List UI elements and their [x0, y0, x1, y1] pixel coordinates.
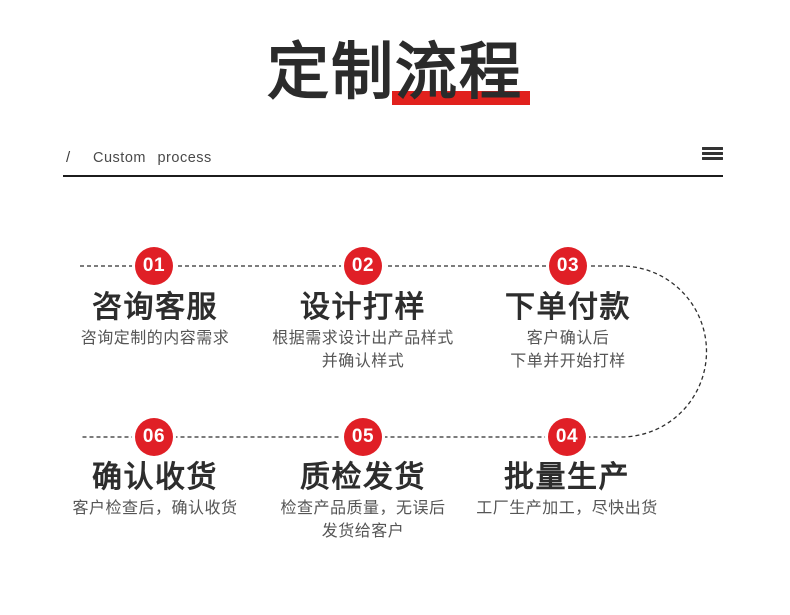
- step-number: 04: [555, 426, 579, 447]
- subtitle-slash: /: [66, 149, 71, 166]
- step-title: 下单付款: [505, 291, 631, 324]
- step-title: 咨询客服: [92, 291, 218, 324]
- flow-step-01: 咨询客服 咨询定制的内容需求: [35, 291, 275, 347]
- step-desc-line: 客户确认后: [526, 330, 610, 347]
- step-circle-03: 03: [549, 247, 587, 285]
- flow-step-04: 批量生产 工厂生产加工，尽快出货: [447, 461, 687, 517]
- step-number: 05: [351, 426, 375, 447]
- flow-step-03: 下单付款 客户确认后 下单并开始打样: [448, 291, 688, 370]
- flow-step-05: 质检发货 检查产品质量，无误后 发货给客户: [243, 461, 483, 540]
- page-title-part1: 定制: [266, 38, 395, 107]
- step-desc-line: 下单并开始打样: [510, 353, 626, 370]
- step-circle-01: 01: [135, 247, 173, 285]
- step-desc-line: 根据需求设计出产品样式: [272, 330, 454, 347]
- subtitle-english: Custom process: [93, 150, 212, 166]
- step-desc-line: 工厂生产加工，尽快出货: [476, 500, 658, 517]
- step-title: 批量生产: [504, 461, 630, 494]
- step-desc-line: 发货给客户: [321, 523, 405, 540]
- step-title: 确认收货: [92, 461, 218, 494]
- step-circle-06: 06: [135, 418, 173, 456]
- step-title: 设计打样: [300, 291, 426, 324]
- step-number: 06: [142, 426, 166, 447]
- step-circle-02: 02: [344, 247, 382, 285]
- page-title: 定制流程: [0, 38, 790, 107]
- step-title: 质检发货: [300, 461, 426, 494]
- step-circle-05: 05: [344, 418, 382, 456]
- step-desc-line: 检查产品质量，无误后: [280, 500, 446, 517]
- page-title-part2: 流程: [391, 38, 531, 107]
- step-number: 02: [351, 255, 375, 276]
- flow-step-02: 设计打样 根据需求设计出产品样式 并确认样式: [243, 291, 483, 370]
- flow-step-06: 确认收货 客户检查后，确认收货: [35, 461, 275, 517]
- step-desc-line: 并确认样式: [321, 353, 405, 370]
- step-desc-line: 咨询定制的内容需求: [80, 330, 230, 347]
- step-number: 01: [142, 255, 166, 276]
- step-number: 03: [556, 255, 580, 276]
- header-divider: [63, 175, 723, 177]
- step-circle-04: 04: [548, 418, 586, 456]
- step-desc-line: 客户检查后，确认收货: [72, 500, 238, 517]
- hamburger-menu-icon: [702, 147, 723, 160]
